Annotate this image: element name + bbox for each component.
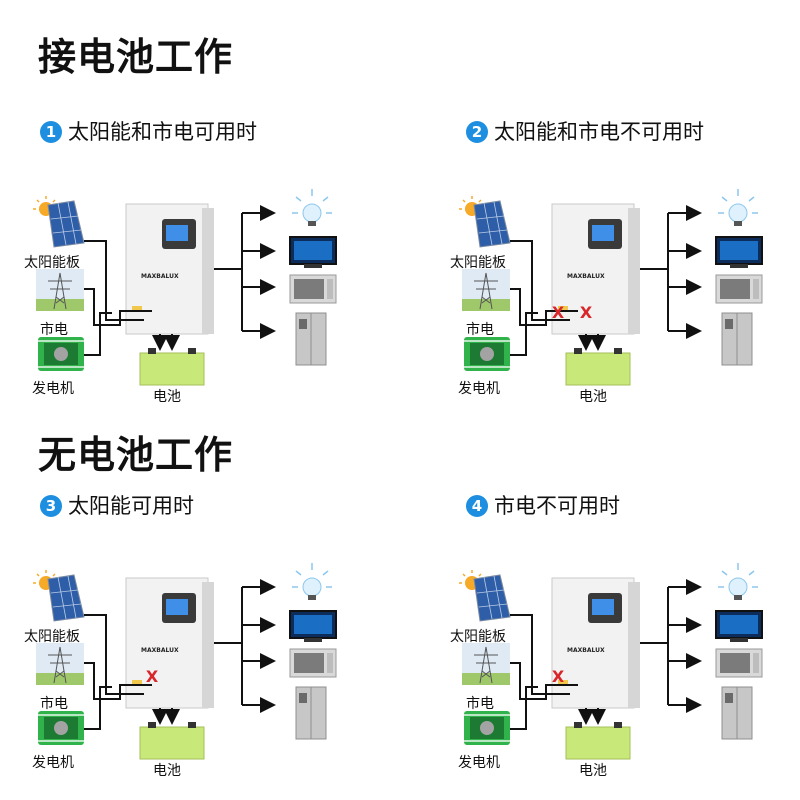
battery-icon (565, 722, 631, 760)
inverter-brand: MAXBALUX (567, 273, 605, 280)
inverter-icon: MAXBALUX (125, 577, 214, 709)
inverter-brand: MAXBALUX (567, 647, 605, 654)
scenario-4: 4 市电不可用时 太阳能板 市电 (450, 492, 800, 782)
power-tower-icon (36, 269, 84, 311)
microwave-icon (289, 648, 337, 678)
light-bulb-icon (718, 563, 758, 600)
battery-icon (565, 348, 631, 386)
power-tower-icon (462, 643, 510, 685)
light-bulb-icon (718, 189, 758, 226)
tv-icon (289, 236, 337, 268)
inverter-brand: MAXBALUX (141, 647, 179, 654)
light-bulb-icon (292, 189, 332, 226)
step-badge-3: 3 (40, 495, 62, 517)
section-title-without-battery: 无电池工作 (38, 433, 234, 477)
section-title-with-battery: 接电池工作 (38, 35, 234, 79)
scenario-2: 2 太阳能和市电不可用时 太阳能板 市电 (450, 118, 800, 408)
inverter-icon: MAXBALUX (125, 203, 214, 335)
inverter-icon: MAXBALUX (551, 577, 640, 709)
step-badge-4: 4 (466, 495, 488, 517)
tv-icon (715, 610, 763, 642)
grid-label: 市电 (466, 695, 494, 712)
battery-label: 电池 (153, 389, 181, 405)
disconnected-x-mark: X (552, 303, 565, 322)
wiring-diagram: 太阳能板 市电 发电机 MAXBALUX (450, 189, 763, 405)
generator-label: 发电机 (32, 755, 74, 771)
refrigerator-icon (721, 312, 753, 366)
tv-icon (715, 236, 763, 268)
battery-icon (139, 722, 205, 760)
battery-label: 电池 (153, 763, 181, 779)
microwave-icon (715, 274, 763, 304)
generator-label: 发电机 (458, 755, 500, 771)
generator-icon (464, 337, 510, 371)
disconnected-x-mark: X (146, 667, 159, 686)
grid-label: 市电 (40, 321, 68, 338)
solar-panel-icon (33, 570, 85, 622)
wiring-diagram: 太阳能板 市电 发电机 MAXBALUX (24, 563, 337, 779)
scenario-title: 太阳能和市电可用时 (68, 119, 257, 144)
light-bulb-icon (292, 563, 332, 600)
scenario-title: 太阳能可用时 (68, 493, 194, 518)
step-badge-1: 1 (40, 121, 62, 143)
solar-panel-label: 太阳能板 (24, 629, 80, 645)
scenario-title: 市电不可用时 (494, 493, 620, 518)
power-tower-icon (462, 269, 510, 311)
disconnected-x-mark: X (552, 667, 565, 686)
generator-label: 发电机 (32, 381, 74, 397)
battery-icon (139, 348, 205, 386)
battery-label: 电池 (579, 763, 607, 779)
microwave-icon (715, 648, 763, 678)
solar-panel-icon (459, 570, 511, 622)
solar-panel-icon (459, 196, 511, 248)
refrigerator-icon (721, 686, 753, 740)
generator-icon (38, 337, 84, 371)
tv-icon (289, 610, 337, 642)
disconnected-x-mark: X (580, 303, 593, 322)
wiring-diagram: 太阳能板 市电 发电机 MAXBALUX (450, 563, 763, 779)
solar-panel-label: 太阳能板 (450, 629, 506, 645)
step-badge-2: 2 (466, 121, 488, 143)
inverter-brand: MAXBALUX (141, 273, 179, 280)
generator-icon (464, 711, 510, 745)
microwave-icon (289, 274, 337, 304)
refrigerator-icon (295, 312, 327, 366)
refrigerator-icon (295, 686, 327, 740)
power-tower-icon (36, 643, 84, 685)
solar-panel-icon (33, 196, 85, 248)
scenario-1: 1 太阳能和市电可用时 太阳能板 市电 (24, 118, 440, 408)
scenario-title: 太阳能和市电不可用时 (494, 119, 704, 144)
wiring-diagram: 太阳能板 市电 发电机 MAXBALUX (24, 189, 337, 405)
battery-label: 电池 (579, 389, 607, 405)
generator-icon (38, 711, 84, 745)
solar-panel-label: 太阳能板 (450, 255, 506, 271)
inverter-icon: MAXBALUX (551, 203, 640, 335)
solar-panel-label: 太阳能板 (24, 255, 80, 271)
grid-label: 市电 (466, 321, 494, 338)
generator-label: 发电机 (458, 381, 500, 397)
grid-label: 市电 (40, 695, 68, 712)
scenario-3: 3 太阳能可用时 太阳能板 市电 (24, 492, 440, 782)
